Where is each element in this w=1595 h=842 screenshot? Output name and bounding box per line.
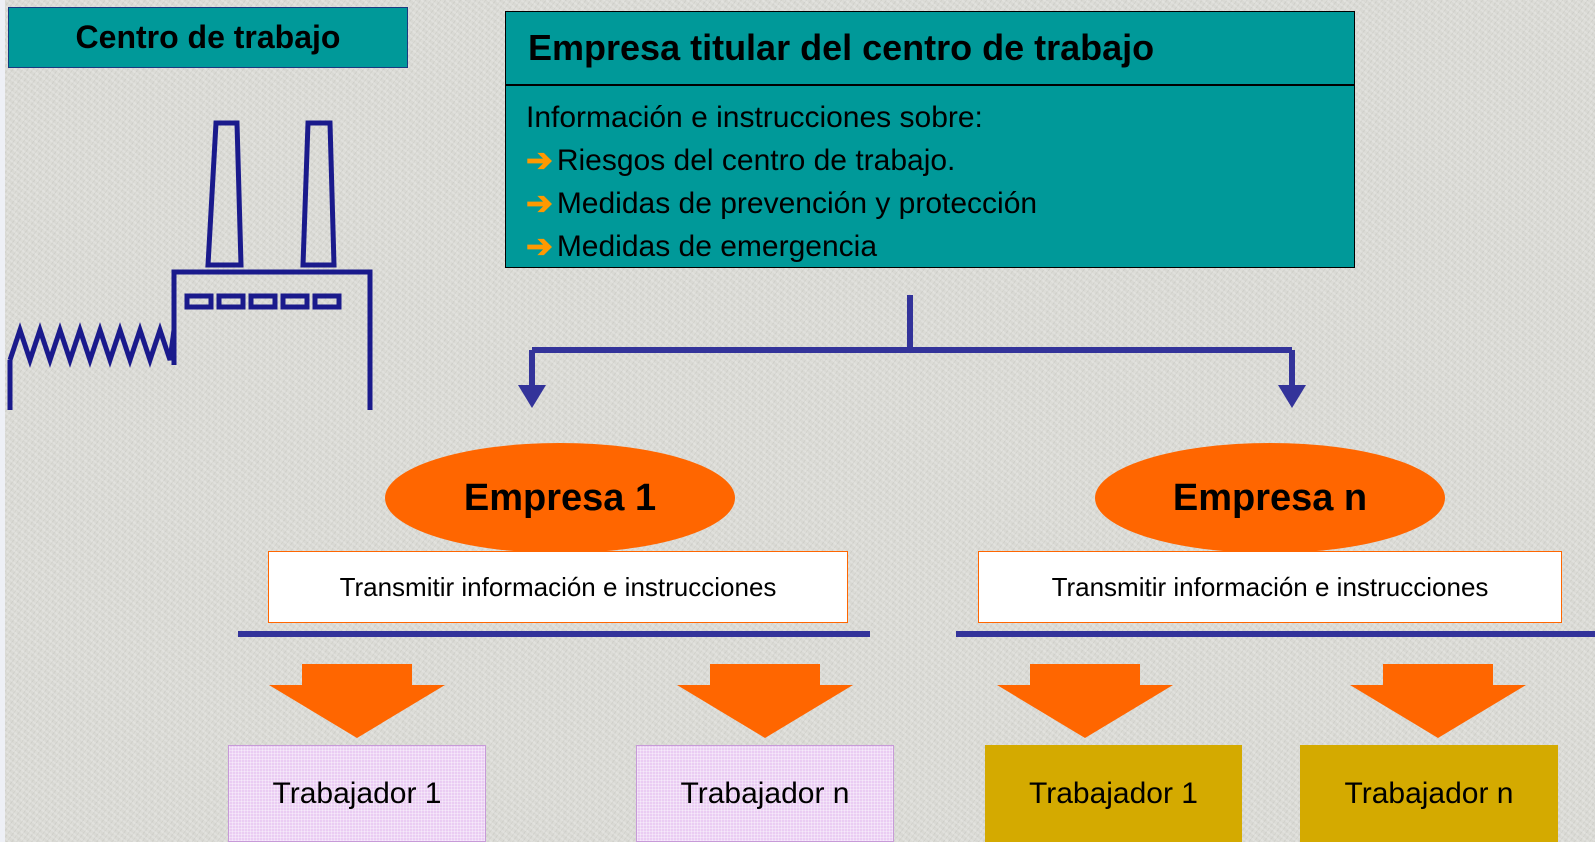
arrow-right-icon: ➔	[526, 142, 553, 178]
owner-company-title: Empresa titular del centro de trabajo	[505, 11, 1355, 85]
company-1-worker-1: Trabajador 1	[228, 745, 486, 842]
orange-arrow-down-icon	[997, 664, 1173, 738]
company-n-worker-1: Trabajador 1	[985, 745, 1242, 842]
orange-arrow-down-icon	[1350, 664, 1526, 738]
owner-item-text: Medidas de emergencia	[556, 230, 877, 263]
arrow-right-icon: ➔	[526, 228, 553, 264]
company-n-instruction-box: Transmitir información e instrucciones	[978, 551, 1562, 623]
owner-intro: Información e instrucciones sobre:	[526, 96, 1354, 139]
arrow-right-icon: ➔	[526, 185, 553, 221]
left-edge-strip	[0, 0, 5, 842]
company-n-worker-n: Trabajador n	[1300, 745, 1558, 842]
centro-label: Centro de trabajo	[8, 7, 408, 68]
owner-item: ➔ Riesgos del centro de trabajo.	[526, 139, 1354, 182]
arrow-down-icon	[1278, 385, 1306, 408]
owner-item-text: Medidas de prevención y protección	[556, 187, 1038, 220]
orange-arrow-down-icon	[677, 664, 853, 738]
owner-info-box: Información e instrucciones sobre: ➔ Rie…	[505, 85, 1355, 268]
owner-item: ➔ Medidas de emergencia	[526, 225, 1354, 268]
owner-intro-text: Información e instrucciones sobre:	[526, 101, 983, 134]
orange-arrow-down-icon	[269, 664, 445, 738]
arrow-down-icon	[518, 385, 546, 408]
company-1-worker-n: Trabajador n	[636, 745, 894, 842]
company-n-ellipse: Empresa n	[1095, 443, 1445, 553]
owner-item: ➔ Medidas de prevención y protección	[526, 182, 1354, 225]
owner-item-text: Riesgos del centro de trabajo.	[556, 144, 956, 177]
company-1-ellipse: Empresa 1	[385, 443, 735, 553]
company-1-instruction-box: Transmitir información e instrucciones	[268, 551, 848, 623]
